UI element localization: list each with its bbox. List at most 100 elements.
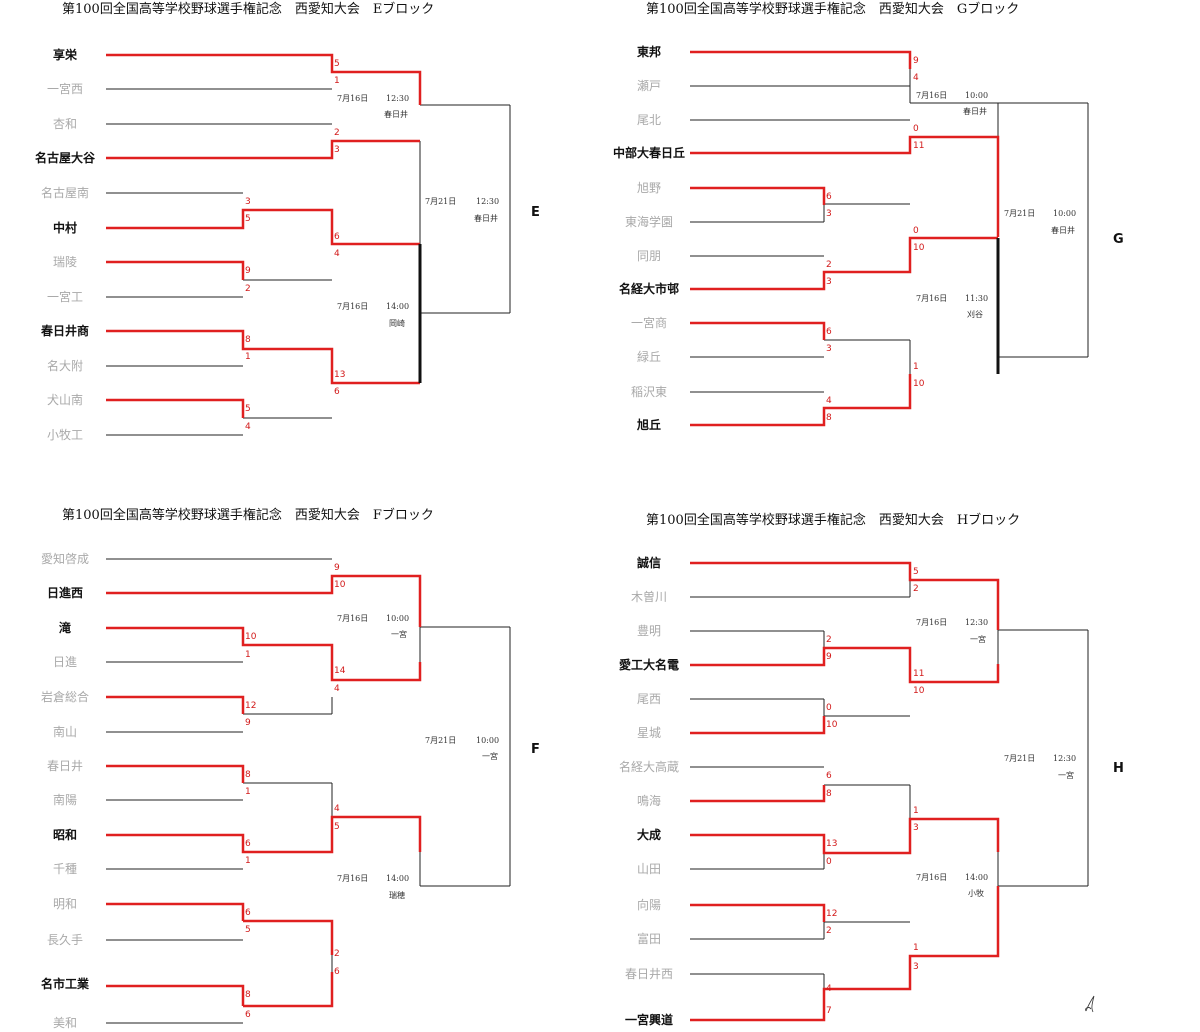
team-name: 愛知啓成 (40, 552, 89, 566)
game-date: 7月16日 (337, 614, 369, 623)
score: 6 (245, 908, 251, 918)
score: 4 (913, 73, 919, 83)
score: 6 (245, 1010, 251, 1020)
game-venue: 一宮 (1058, 771, 1074, 780)
team-name: 一宮西 (46, 82, 83, 96)
score: 8 (245, 770, 251, 780)
score: 4 (334, 249, 340, 259)
game-venue: 春日井 (384, 110, 408, 119)
team-name: 小牧工 (46, 428, 83, 442)
game-venue: 岡崎 (389, 319, 405, 328)
team-name: 一宮興道 (624, 1013, 673, 1027)
score: 8 (826, 413, 832, 423)
score: 3 (826, 209, 832, 219)
game-venue: 刈谷 (967, 310, 983, 319)
score: 6 (245, 839, 251, 849)
score: 5 (334, 822, 340, 832)
score: 6 (826, 327, 832, 337)
team-name: 星城 (636, 726, 661, 740)
score: 10 (245, 632, 257, 642)
team-name: 中部大春日丘 (612, 146, 685, 160)
team-name: 明和 (52, 897, 77, 911)
score: 11 (913, 141, 925, 151)
score: 10 (913, 686, 925, 696)
score: 9 (245, 266, 251, 276)
score: 0 (913, 124, 919, 134)
score: 13 (334, 370, 346, 380)
block-label: H (1113, 761, 1124, 776)
game-time: 10:00 (476, 736, 500, 745)
team-name: 旭丘 (636, 418, 661, 432)
game-time: 12:30 (476, 197, 500, 206)
game-venue: 一宮 (970, 635, 986, 644)
score: 12 (245, 701, 257, 711)
block-title: 第100回全国高等学校野球選手権記念 西愛知大会 Gブロック (646, 2, 1020, 17)
game-venue: 一宮 (482, 752, 498, 761)
score: 3 (913, 823, 919, 833)
score: 2 (826, 926, 832, 936)
score: 7 (826, 1006, 832, 1016)
team-name: 名古屋南 (40, 186, 89, 200)
team-name: 愛工大名電 (618, 658, 679, 672)
game-time: 12:30 (965, 618, 989, 627)
score: 14 (334, 666, 346, 676)
team-name: 杏和 (52, 117, 77, 131)
game-date: 7月21日 (425, 197, 457, 206)
team-name: 犬山南 (46, 393, 83, 407)
team-name: 日進西 (46, 586, 83, 600)
team-name: 一宮工 (46, 290, 83, 304)
score: 1 (913, 362, 919, 372)
team-name: 滝 (58, 621, 71, 635)
score: 1 (245, 650, 251, 660)
game-venue: 一宮 (391, 630, 407, 639)
score: 10 (913, 379, 925, 389)
score: 5 (245, 214, 251, 224)
score: 4 (334, 684, 340, 694)
score: 5 (245, 404, 251, 414)
team-name: 向陽 (636, 898, 661, 912)
game-venue: 春日井 (963, 107, 987, 116)
score: 6 (334, 232, 340, 242)
team-name: 名経大高蔵 (618, 760, 679, 774)
score: 9 (334, 563, 340, 573)
score: 5 (334, 59, 340, 69)
score: 3 (826, 344, 832, 354)
game-date: 7月16日 (916, 294, 948, 303)
team-name: 東邦 (636, 45, 661, 59)
score: 11 (913, 669, 925, 679)
game-date: 7月21日 (425, 736, 457, 745)
score: 5 (913, 567, 919, 577)
score: 2 (826, 635, 832, 645)
score: 8 (245, 335, 251, 345)
score: 9 (245, 718, 251, 728)
team-name: 東海学園 (624, 215, 673, 229)
score: 10 (334, 580, 346, 590)
team-name: 春日井 (46, 759, 83, 773)
game-venue: 春日井 (1051, 226, 1075, 235)
team-name: 旭野 (636, 181, 661, 195)
score: 8 (826, 789, 832, 799)
team-name: 岩倉総合 (40, 690, 89, 704)
team-name: 一宮商 (630, 316, 667, 330)
team-name: 名市工業 (40, 977, 89, 991)
game-time: 14:00 (965, 873, 989, 882)
score: 0 (913, 226, 919, 236)
team-name: 名経大市邨 (618, 282, 679, 296)
game-date: 7月16日 (916, 873, 948, 882)
game-venue: 瑞穂 (389, 891, 405, 900)
score: 5 (245, 925, 251, 935)
signature-mark (1085, 995, 1095, 1013)
score: 4 (245, 422, 251, 432)
game-date: 7月21日 (1004, 209, 1036, 218)
team-name: 誠信 (636, 556, 661, 570)
score: 0 (826, 703, 832, 713)
team-name: 名大附 (46, 359, 83, 373)
score: 9 (913, 56, 919, 66)
game-time: 10:00 (965, 91, 989, 100)
block-title: 第100回全国高等学校野球選手権記念 西愛知大会 Fブロック (62, 508, 434, 523)
team-name: 享栄 (52, 48, 77, 62)
team-name: 稲沢東 (630, 385, 667, 399)
